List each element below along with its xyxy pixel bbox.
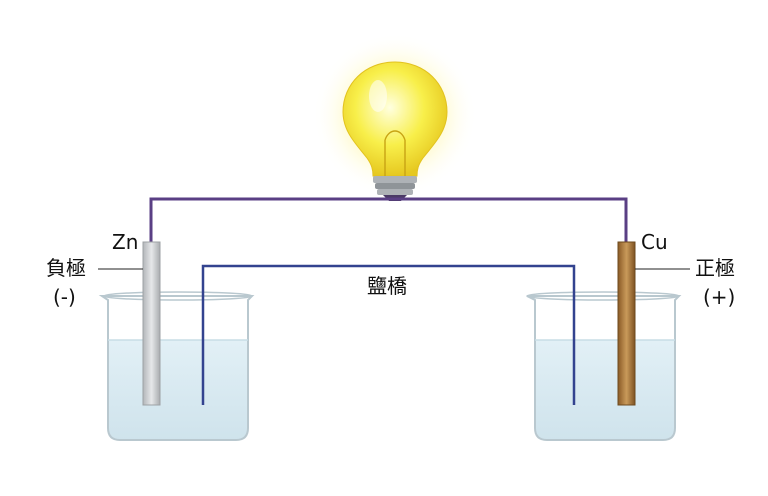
copper-electrode — [617, 241, 636, 406]
right-beaker — [526, 291, 682, 441]
salt-bridge-label: 鹽橋 — [367, 274, 407, 298]
left-beaker — [98, 291, 255, 441]
light-bulb-icon — [313, 33, 477, 201]
anode-metal-label: Zn — [112, 230, 139, 254]
external-wire — [149, 197, 628, 242]
anode-sign-label: (-) — [53, 285, 76, 309]
anode-name-label: 負極 — [46, 256, 86, 280]
cathode-metal-label: Cu — [641, 230, 668, 254]
salt-bridge — [201, 264, 576, 405]
cathode-sign-label: (+) — [703, 285, 736, 309]
cathode-name-label: 正極 — [695, 256, 735, 280]
zinc-electrode — [142, 241, 161, 406]
